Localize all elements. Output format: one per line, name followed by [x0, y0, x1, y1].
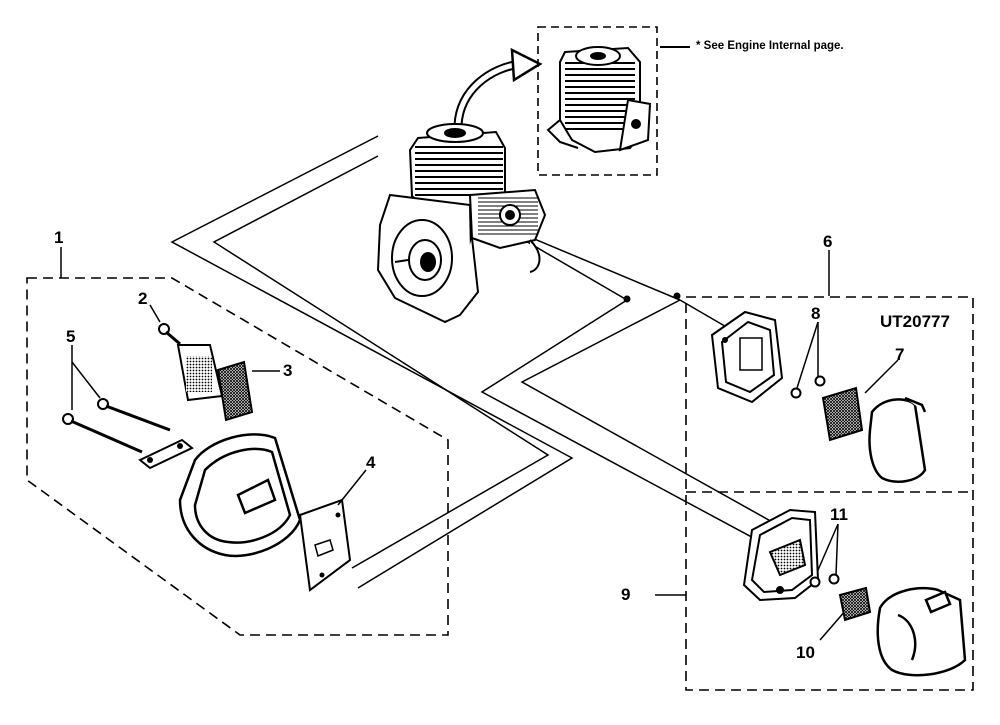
air-cleaner-cover: [868, 396, 927, 483]
callout-2: 2: [138, 289, 148, 308]
washers-part: [790, 375, 826, 399]
engine-assembly: [376, 123, 547, 324]
screw-part: [158, 323, 181, 346]
muffler-plate: [138, 438, 194, 470]
filter-element-part: [821, 386, 864, 442]
bolts-part: [62, 398, 171, 454]
cylinder-inset-box: [537, 26, 658, 176]
callout-9: 9: [621, 585, 631, 604]
callout-1: 1: [54, 228, 64, 247]
junction-dot: [623, 295, 631, 303]
callout-8: 8: [811, 304, 821, 323]
callout-5: 5: [66, 327, 76, 346]
lower-washers-part: [809, 573, 840, 588]
cylinder-part: [546, 46, 652, 154]
muffler-assembly-box: [26, 277, 449, 636]
muffler-body: [178, 433, 302, 558]
engine-internal-note: * See Engine Internal page.: [696, 40, 844, 52]
callout-4: 4: [366, 453, 376, 472]
gasket-part: [298, 498, 352, 592]
callout-leaders: [60, 247, 899, 641]
callout-6: 6: [823, 232, 833, 251]
callout-11: 11: [830, 505, 848, 524]
diagram-code: UT20777: [880, 312, 950, 331]
lower-air-cleaner-cover: [876, 586, 967, 677]
bracket-plate: [176, 344, 224, 402]
callout-7: 7: [895, 345, 905, 364]
callout-3: 3: [283, 361, 293, 380]
junction-dot: [673, 292, 681, 300]
air-cleaner-assembly-box: [685, 296, 974, 691]
callout-10: 10: [796, 643, 815, 662]
lower-filter-part: [838, 586, 872, 622]
lower-air-cleaner-base: [742, 508, 820, 602]
curved-arrow: [453, 47, 543, 126]
spark-screen-part: [216, 360, 254, 422]
air-cleaner-base: [710, 310, 784, 404]
